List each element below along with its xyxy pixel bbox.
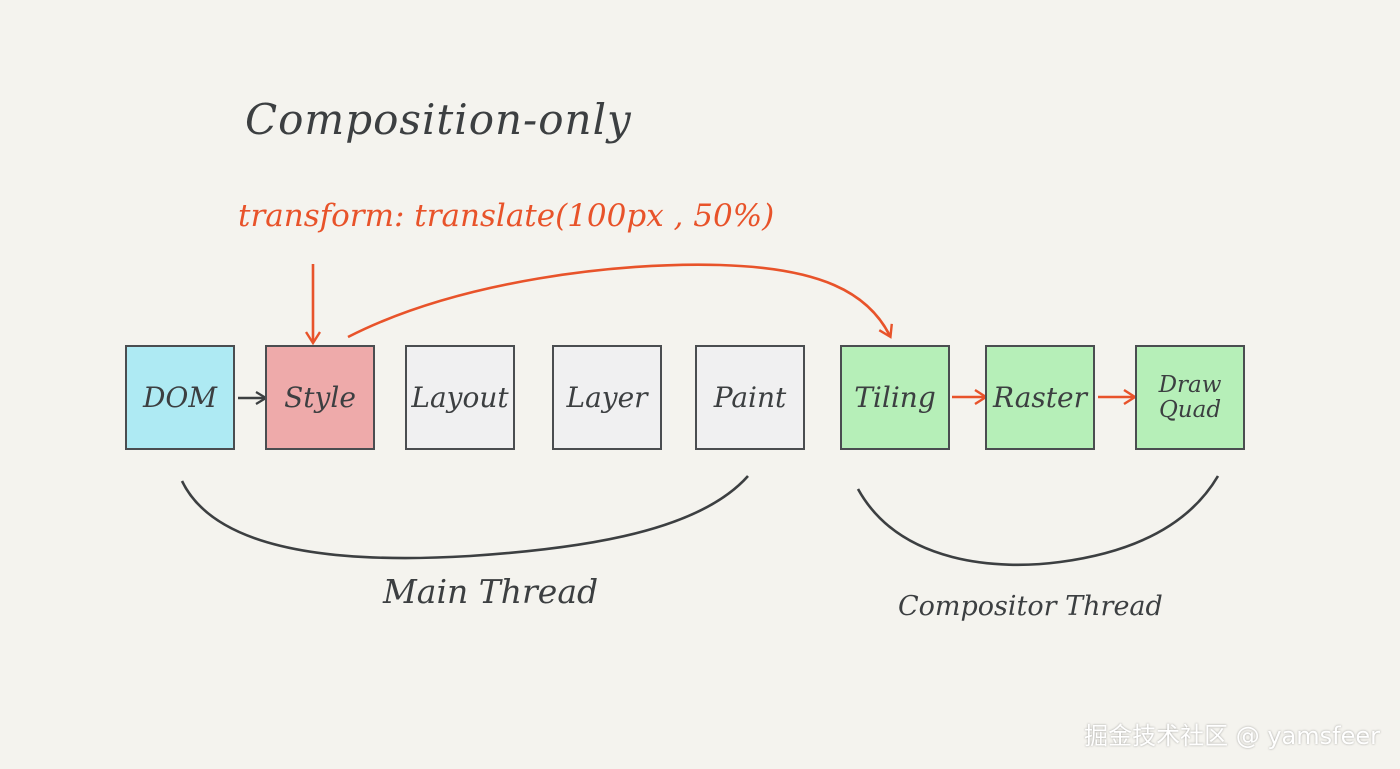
- compositor-thread-brace: [856, 475, 1220, 567]
- step-layer: Layer: [552, 345, 662, 450]
- step-dom: DOM: [125, 345, 235, 450]
- transform-annotation: transform: translate(100px , 50%): [238, 198, 775, 234]
- step-draw-quad: Draw Quad: [1135, 345, 1245, 450]
- step-tiling: Tiling: [840, 345, 950, 450]
- step-paint: Paint: [695, 345, 805, 450]
- skip-arrow: [347, 263, 890, 337]
- main-thread-brace: [180, 475, 749, 560]
- diagram-title: Composition-only: [245, 95, 632, 144]
- watermark: 掘金技术社区 @ yamsfeer: [1084, 722, 1380, 750]
- main-thread-label: Main Thread: [383, 572, 599, 611]
- step-raster: Raster: [985, 345, 1095, 450]
- compositor-thread-label: Compositor Thread: [898, 591, 1163, 622]
- step-layout: Layout: [405, 345, 515, 450]
- step-style: Style: [265, 345, 375, 450]
